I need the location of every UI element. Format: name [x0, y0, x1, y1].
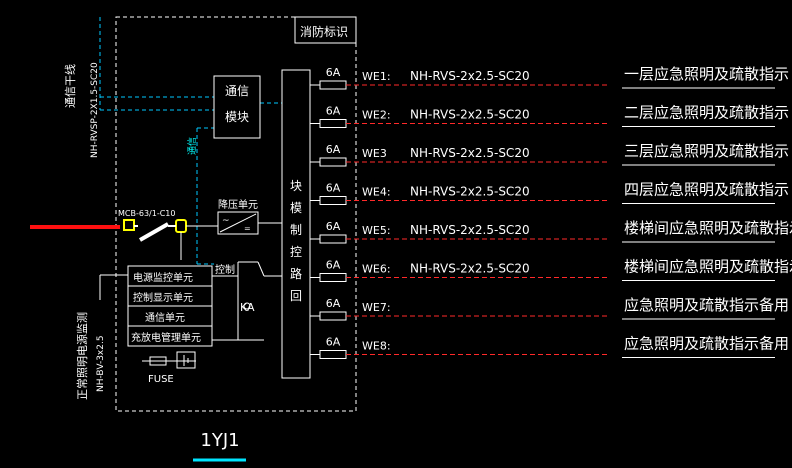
fuse-label: FUSE [148, 374, 174, 385]
ka-coil [243, 302, 251, 310]
battery-symbol [176, 351, 196, 369]
circuit-6-id: WE6: [362, 263, 391, 276]
circuit-2-desc: 二层应急照明及疏散指示 [624, 104, 789, 122]
circuit-8-fuse-symbol [319, 350, 347, 359]
circuit-6-fuse-symbol [319, 273, 347, 282]
circuit-8-id: WE8: [362, 340, 391, 353]
panel-frame [115, 16, 357, 412]
step-down-dc: = [244, 224, 251, 233]
circuit-1-desc: 一层应急照明及疏散指示 [624, 65, 789, 83]
circuit-6-cable: NH-RVS-2x2.5-SC20 [410, 262, 530, 276]
unit-power-monitor: 电源监控单元 [133, 271, 193, 284]
comm-module-box [213, 75, 261, 139]
comm-module-label: 通信模块 [225, 84, 249, 124]
circuit-4-fuse-rating: 6A [326, 182, 341, 195]
unit-control-display: 控制显示单元 [133, 291, 193, 304]
circuit-1-fuse-symbol [319, 80, 347, 90]
circuit-5-desc: 楼梯间应急照明及疏散指示 [624, 219, 792, 237]
ka-label: KA [240, 301, 255, 314]
circuit-4-id: WE4: [362, 186, 391, 199]
circuit-4-fuse-symbol [319, 196, 347, 205]
circuit-5-id: WE5: [362, 224, 391, 237]
circuit-5-cable: NH-RVS-2x2.5-SC20 [410, 223, 530, 237]
panel-title: 1YJ1 [200, 430, 239, 451]
step-down-tilde: ~ [222, 216, 230, 226]
circuit-1-cable: NH-RVS-2x2.5-SC20 [410, 69, 530, 83]
circuit-rows: 6A WE1: NH-RVS-2x2.5-SC20 一层应急照明及疏散指示 6A WE2:… [310, 65, 792, 359]
circuit-2-id: WE2: [362, 109, 391, 122]
comm-cable-label: NH-RVSP-2X1.5-SC20 [90, 62, 100, 158]
circuit-1-id: WE1: [362, 70, 391, 83]
input-breaker-label: MCB-63/1-C10 [118, 209, 175, 218]
circuit-7-desc: 应急照明及疏散指示备用 [624, 296, 789, 314]
circuit-6-fuse-rating: 6A [326, 259, 341, 272]
unit-stack [127, 265, 213, 347]
input-breaker-symbol [123, 219, 218, 260]
circuit-7-fuse-symbol [319, 311, 347, 321]
control-label: 控制 [215, 263, 235, 276]
comm-lines [99, 17, 282, 265]
comm-bus-label: 通信 [186, 137, 198, 155]
circuit-3-id: WE3 [362, 147, 387, 160]
circuit-4-cable: NH-RVS-2x2.5-SC20 [410, 185, 530, 199]
circuit-5-fuse-rating: 6A [326, 220, 341, 233]
circuit-4-desc: 四层应急照明及疏散指示 [624, 181, 789, 199]
fire-mark-label: 消防标识 [300, 24, 348, 39]
circuit-7-fuse-rating: 6A [326, 297, 341, 310]
circuit-8-desc: 应急照明及疏散指示备用 [624, 335, 789, 353]
step-down-diagonal [219, 213, 257, 233]
unit-comm: 通信单元 [145, 312, 185, 324]
circuit-3-fuse-rating: 6A [326, 143, 341, 156]
control-relay [212, 261, 282, 341]
circuit-3-cable: NH-RVS-2x2.5-SC20 [410, 146, 530, 160]
circuit-3-fuse-symbol [319, 157, 347, 167]
circuit-2-fuse-rating: 6A [326, 105, 341, 118]
circuit-3-desc: 三层应急照明及疏散指示 [624, 142, 789, 160]
circuit-8-fuse-rating: 6A [326, 336, 341, 349]
loop-control-box [281, 69, 311, 379]
circuit-2-fuse-symbol [319, 119, 347, 128]
comm-main-line-label: 通信干线 [63, 64, 77, 108]
circuit-1-fuse-rating: 6A [326, 66, 341, 79]
normal-power-monitor-label: 正常照明电源监测 [75, 312, 89, 400]
circuit-2-cable: NH-RVS-2x2.5-SC20 [410, 108, 530, 122]
monitor-cable-label: NH-BV-3x2.5 [96, 335, 106, 392]
fire-mark-box [294, 16, 357, 44]
loop-control-label: 块模制控路回 [290, 179, 302, 303]
circuit-5-fuse-symbol [319, 234, 347, 244]
unit-charge-mgmt: 充放电管理单元 [131, 331, 201, 344]
circuit-6-desc: 楼梯间应急照明及疏散指示 [624, 258, 792, 276]
circuit-7-id: WE7: [362, 301, 391, 314]
step-down-label: 降压单元 [218, 198, 258, 211]
